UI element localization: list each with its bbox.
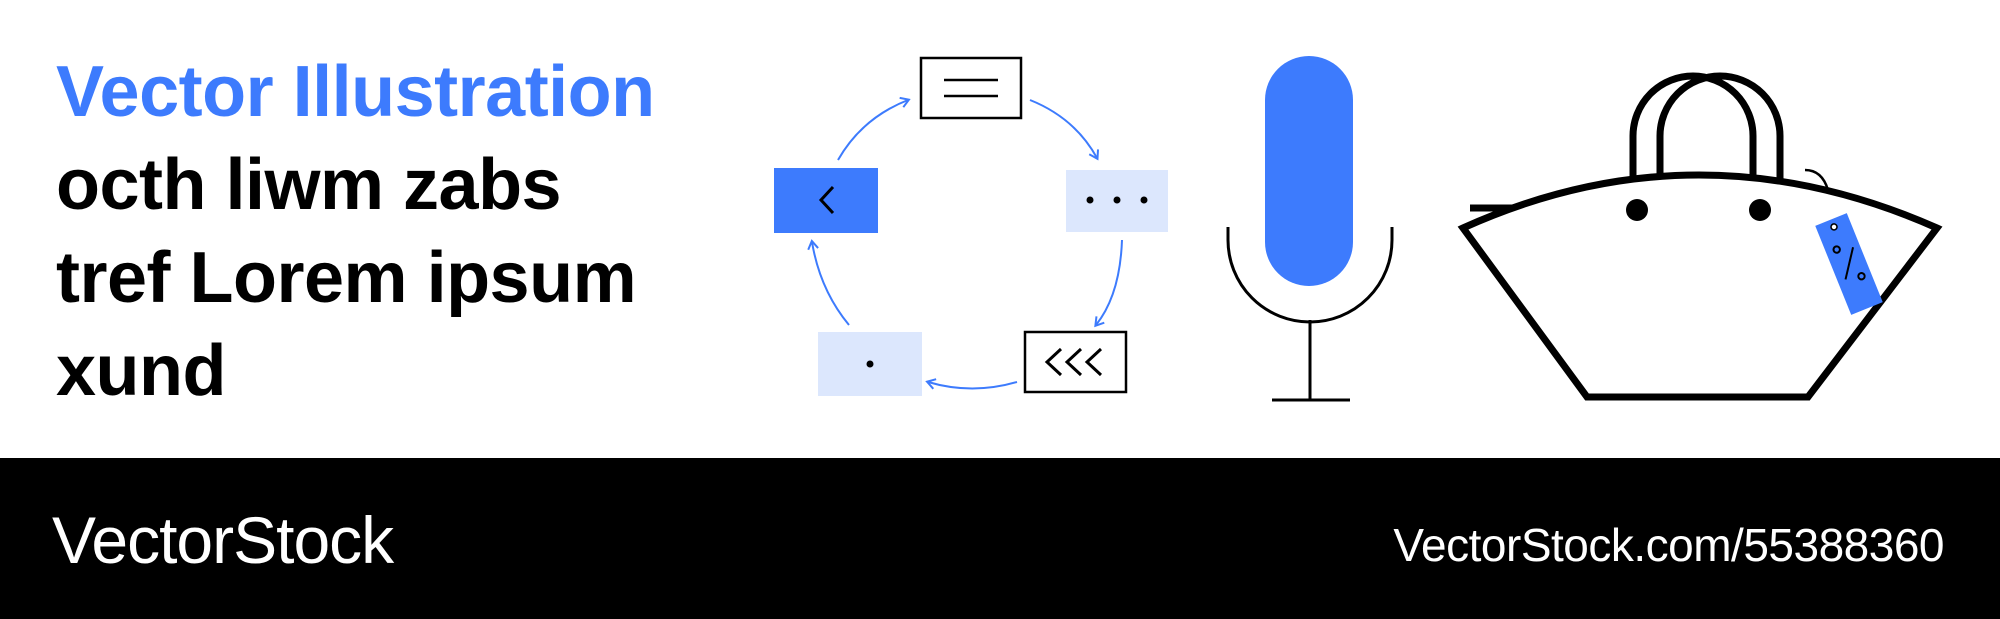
microphone-icon: [1226, 56, 1394, 402]
cycle-arrow-2: [1094, 239, 1123, 328]
image-url: VectorStock.com/55388360: [1393, 519, 1944, 571]
cycle-arrow-3: [925, 378, 1018, 390]
footer-bar: VectorStock VectorStock.com/55388360: [0, 458, 2000, 619]
cycle-arrow-5: [837, 96, 911, 161]
illustration: [774, 56, 1943, 402]
cycle-box-left: [774, 168, 878, 233]
price-tag-icon: [1804, 168, 1883, 315]
headline-title: Vector Illustration: [56, 52, 655, 132]
cycle-diagram-icon: [774, 56, 1168, 396]
cycle-arrow-4: [807, 239, 850, 326]
headline-line-2: tref Lorem ipsum: [56, 238, 637, 318]
cycle-box-top: [919, 56, 1023, 120]
headline: Vector Illustration octh liwm zabs tref …: [56, 46, 736, 418]
headline-line-3: xund: [56, 331, 226, 411]
cycle-box-bottom-right: [1023, 330, 1128, 394]
shopping-bag-icon: [1457, 72, 1943, 401]
cycle-arrow-1: [1029, 99, 1100, 161]
headline-line-1: octh liwm zabs: [56, 145, 562, 225]
brand-logo: VectorStock: [52, 503, 394, 577]
